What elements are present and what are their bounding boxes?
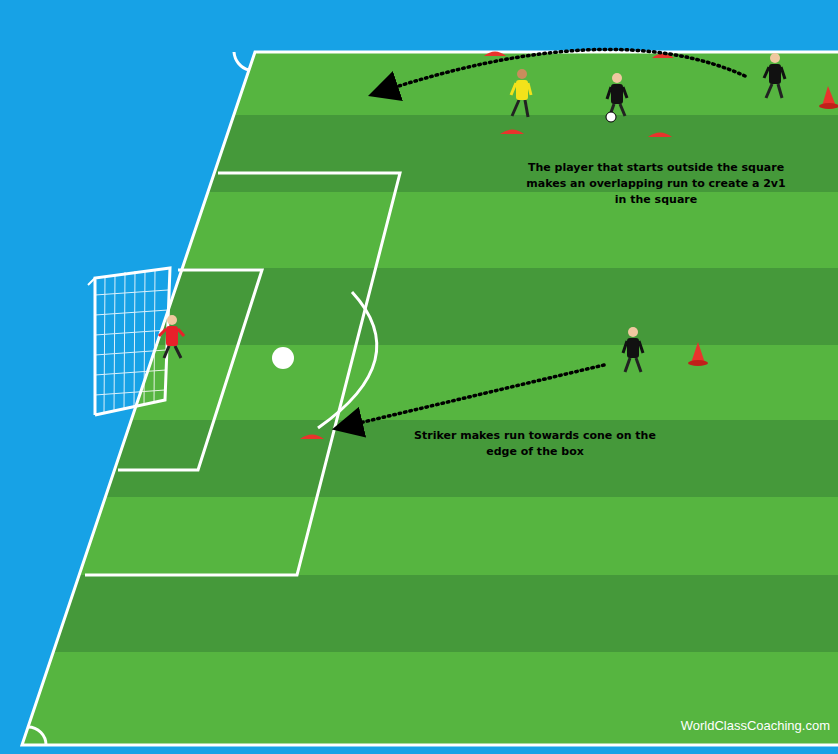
- cones: [300, 52, 838, 440]
- drill-note: The player that starts outside the squar…: [525, 160, 787, 208]
- run-arrows: [338, 49, 745, 428]
- drill-note: Striker makes run towards cone on the ed…: [400, 428, 670, 460]
- penalty-spot: [272, 347, 294, 369]
- goal: [88, 268, 170, 415]
- watermark: WorldClassCoaching.com: [560, 718, 830, 734]
- players: [159, 53, 785, 372]
- pitch-lines: [22, 52, 838, 745]
- grass-stripes: [0, 52, 838, 745]
